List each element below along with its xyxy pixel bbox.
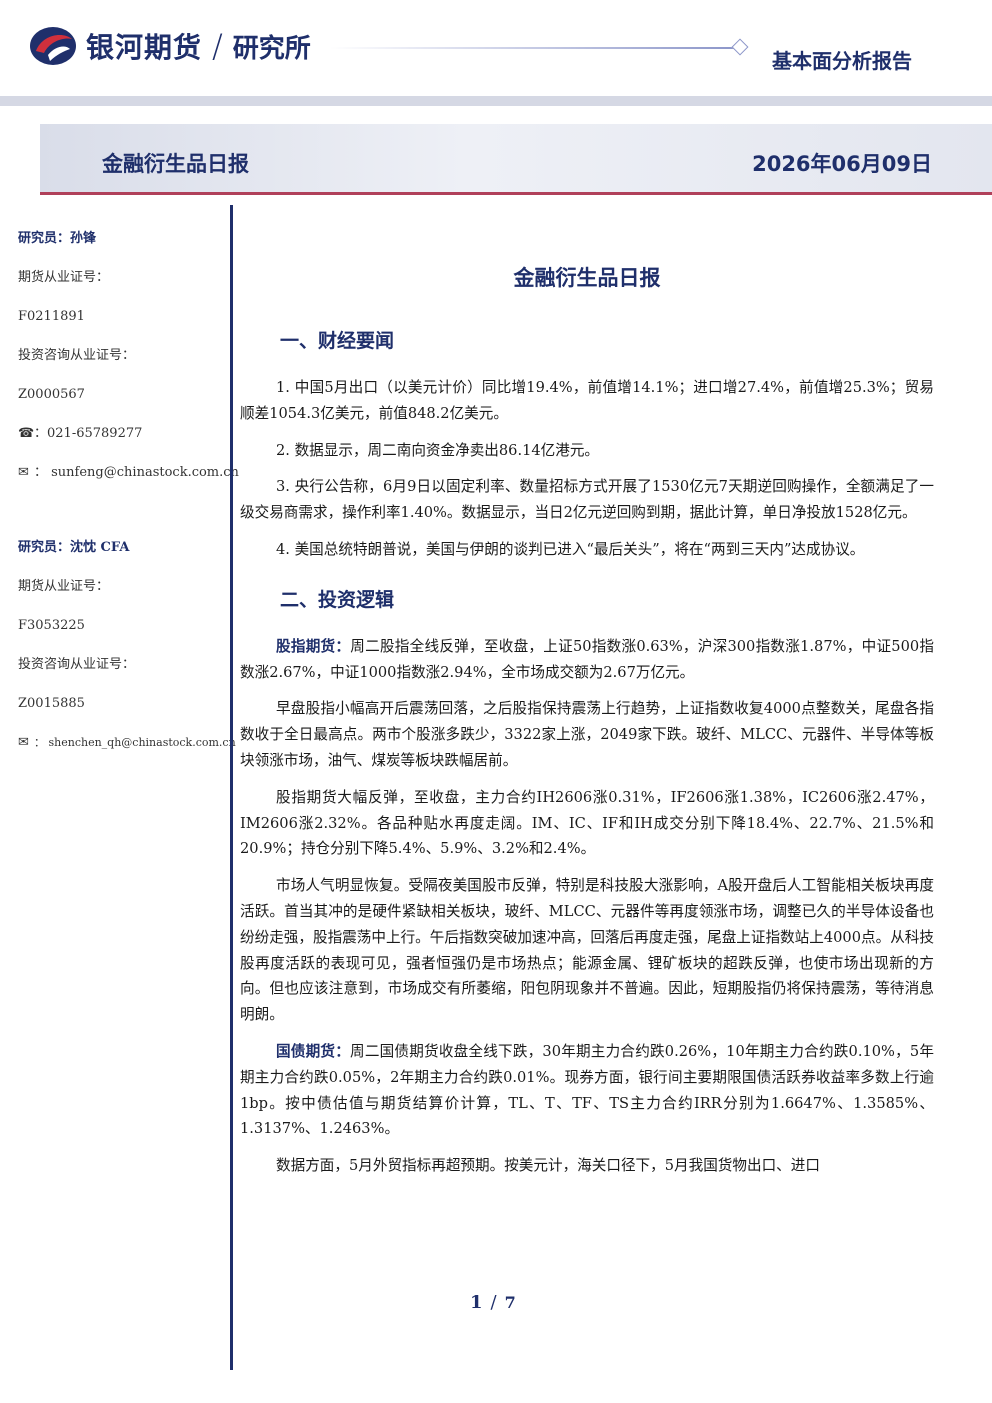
email-icon: ✉	[18, 735, 29, 750]
galaxy-logo-icon	[30, 27, 76, 65]
paragraph-lead: 国债期货：	[276, 1042, 351, 1060]
banner-title: 金融衍生品日报	[102, 152, 249, 176]
logic-paragraph: 数据方面，5月外贸指标再超预期。按美元计，海关口径下，5月我国货物出口、进口	[276, 1157, 820, 1175]
company-logo: 银河期货 / 研究所	[28, 22, 311, 70]
consult-license-label: 投资咨询从业证号：	[18, 348, 136, 363]
division-name: 研究所	[232, 33, 311, 64]
header-decor-line	[330, 47, 740, 49]
analyst-phone: ☎：021-65789277	[18, 423, 228, 462]
logic-paragraph: 股指期货：周二股指全线反弹，至收盘，上证50指数涨0.63%，沪深300指数涨1…	[240, 634, 934, 686]
analyst-name: 研究员：沈忱 CFA	[18, 540, 130, 555]
total-pages: 7	[504, 1293, 516, 1312]
report-type: 基本面分析报告	[772, 49, 912, 73]
email-address[interactable]: shenchen_qh@chinastock.com.cn	[48, 736, 236, 749]
title-banner: 金融衍生品日报 2026年06月09日	[40, 124, 992, 195]
phone-number: 021-65789277	[47, 426, 143, 441]
analyst-sidebar: 研究员：孙锋 期货从业证号： F0211891 投资咨询从业证号： Z00005…	[18, 228, 239, 771]
paragraph-text: 周二股指全线反弹，至收盘，上证50指数涨0.63%，沪深300指数涨1.87%，…	[240, 637, 934, 681]
paragraph-text: 周二国债期货收盘全线下跌，30年期主力合约跌0.26%，10年期主力合约跌0.1…	[240, 1042, 934, 1138]
logic-paragraph: 市场人气明显恢复。受隔夜美国股市反弹，特别是科技股大涨影响，A股开盘后人工智能相…	[240, 877, 934, 1024]
logo-separator: /	[212, 27, 223, 65]
paragraph-lead: 股指期货：	[276, 637, 351, 655]
section-heading-news: 一、财经要闻	[280, 330, 395, 352]
futures-license-id: F3053225	[18, 618, 85, 633]
main-content: 金融衍生品日报 一、财经要闻 1. 中国5月出口（以美元计价）同比增19.4%，…	[240, 262, 934, 1190]
futures-license-label: 期货从业证号：	[18, 579, 110, 594]
phone-icon: ☎	[18, 426, 35, 441]
report-date: 2026年06月09日	[752, 152, 932, 176]
logic-paragraph: 国债期货：周二国债期货收盘全线下跌，30年期主力合约跌0.26%，10年期主力合…	[240, 1039, 934, 1142]
email-icon: ✉	[18, 465, 29, 480]
diamond-icon	[731, 38, 749, 56]
news-item: 2. 数据显示，周二南向资金净卖出86.14亿港元。	[276, 441, 600, 459]
document-title: 金融衍生品日报	[513, 266, 661, 290]
current-page: 1	[470, 1292, 483, 1313]
futures-license-label: 期货从业证号：	[18, 270, 110, 285]
consult-license-label: 投资咨询从业证号：	[18, 657, 136, 672]
page-number: 1 / 7	[470, 1292, 516, 1313]
news-item: 4. 美国总统特朗普说，美国与伊朗的谈判已进入“最后关头”，将在“两到三天内”达…	[276, 540, 865, 558]
logic-paragraph: 股指期货大幅反弹，至收盘，主力合约IH2606涨0.31%，IF2606涨1.3…	[240, 788, 934, 858]
vertical-divider	[230, 205, 233, 1370]
company-name: 银河期货	[86, 31, 203, 64]
page-separator: /	[490, 1292, 497, 1313]
section-heading-logic: 二、投资逻辑	[280, 588, 395, 611]
news-item: 3. 央行公告称，6月9日以固定利率、数量招标方式开展了1530亿元7天期逆回购…	[240, 478, 934, 522]
futures-license-id: F0211891	[18, 309, 85, 324]
analyst-email: ✉： sunfeng@chinastock.com.cn	[18, 462, 239, 501]
news-item: 1. 中国5月出口（以美元计价）同比增19.4%，前值增14.1%；进口增27.…	[240, 379, 934, 422]
header-band	[0, 96, 992, 106]
consult-license-id: Z0000567	[18, 387, 85, 402]
email-address[interactable]: sunfeng@chinastock.com.cn	[51, 465, 239, 480]
analyst-email: ✉： shenchen_qh@chinastock.com.cn	[18, 732, 236, 771]
logic-paragraph: 早盘股指小幅高开后震荡回落，之后股指保持震荡上行趋势，上证指数收复4000点整数…	[240, 700, 934, 769]
analyst-name: 研究员：孙锋	[18, 231, 97, 246]
consult-license-id: Z0015885	[18, 696, 85, 711]
